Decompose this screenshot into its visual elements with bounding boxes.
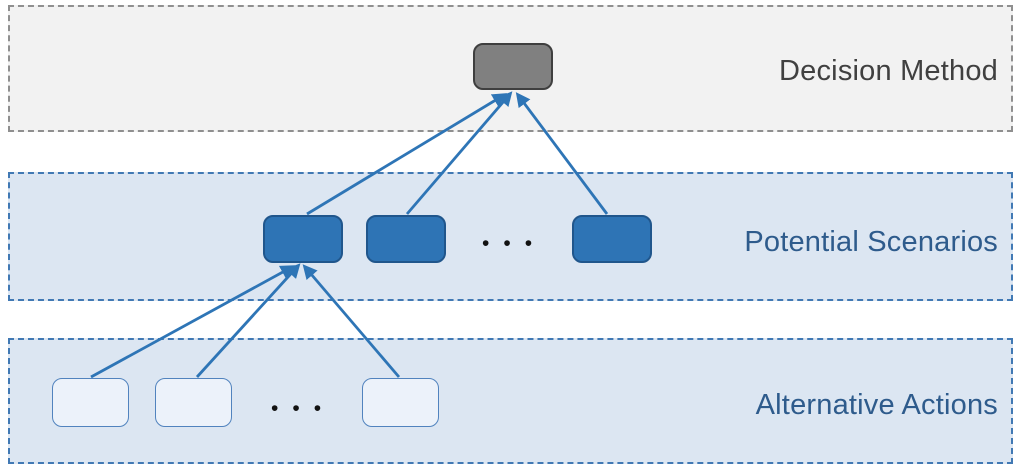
- scenario-node-1: [263, 215, 343, 263]
- potential-scenarios-label: Potential Scenarios: [744, 226, 998, 258]
- scenario-node-3: [572, 215, 652, 263]
- scenario-node-2: [366, 215, 446, 263]
- action-node-2: [155, 378, 232, 427]
- decision-method-label: Decision Method: [779, 55, 998, 87]
- actions-ellipsis: •••: [271, 397, 336, 420]
- action-node-3: [362, 378, 439, 427]
- scenarios-ellipsis: •••: [482, 232, 547, 255]
- decision-method-node: [473, 43, 553, 90]
- action-node-1: [52, 378, 129, 427]
- alternative-actions-label: Alternative Actions: [755, 389, 998, 421]
